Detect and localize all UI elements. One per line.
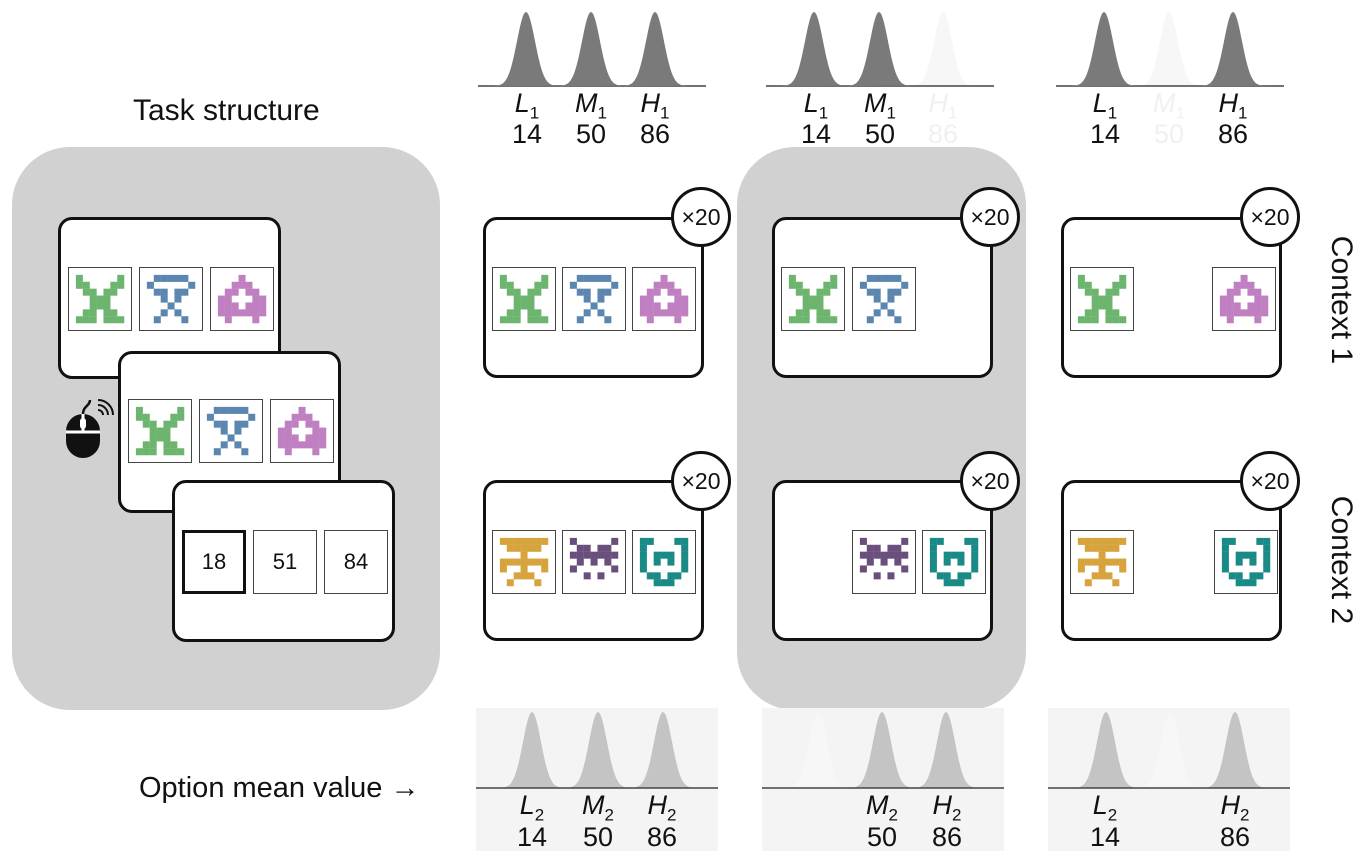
feedback-value-box: 51 [253, 530, 317, 594]
value-M1: 50 [575, 119, 607, 149]
value-H1: 86 [927, 119, 959, 149]
label-H1: H1 [1218, 88, 1248, 123]
stimulus-teal[interactable] [922, 530, 986, 594]
label-H1: H1 [640, 88, 670, 123]
value-L2: 14 [516, 822, 548, 852]
stimulus-blue[interactable] [199, 399, 263, 463]
label-M1: M1 [864, 88, 896, 123]
value-distribution-top-3 [1056, 8, 1284, 88]
stimulus-blue[interactable] [562, 267, 626, 331]
label-L1: L1 [1092, 88, 1118, 123]
label-H1: H1 [928, 88, 958, 123]
label-M1: M1 [575, 88, 607, 123]
trial-card-choice [118, 351, 341, 513]
label-H2: H2 [932, 790, 962, 825]
condition-card-c1-LH [1061, 217, 1282, 378]
stimulus-pink[interactable] [632, 267, 696, 331]
context-2-label: Context 2 [1325, 495, 1358, 625]
condition-card-c2-LH [1061, 480, 1282, 641]
stimulus-teal[interactable] [1214, 530, 1278, 594]
stimulus-purple[interactable] [852, 530, 916, 594]
stimulus-purple[interactable] [562, 530, 626, 594]
repeat-badge: ×20 [1240, 451, 1300, 511]
feedback-value: 84 [343, 549, 369, 574]
label-L2: L2 [519, 790, 545, 825]
label-H2: H2 [1220, 790, 1250, 825]
trial-card-feedback: 18 51 84 [172, 480, 395, 642]
value-M2: 50 [866, 822, 898, 852]
value-H1: 86 [639, 119, 671, 149]
value-M1: 50 [864, 119, 896, 149]
value-H2: 86 [931, 822, 963, 852]
value-distribution-bottom-1 [476, 708, 718, 851]
label-M2: M2 [866, 790, 898, 825]
condition-card-c1-LM [772, 217, 993, 378]
value-H2: 86 [646, 822, 678, 852]
feedback-value-box-selected: 18 [182, 530, 246, 594]
repeat-badge: ×20 [960, 187, 1020, 247]
value-L1: 14 [800, 119, 832, 149]
option-mean-value-caption: Option mean value → [139, 772, 420, 804]
feedback-value: 18 [201, 549, 227, 574]
label-M1: M1 [1153, 88, 1185, 123]
value-distribution-bottom-2 [762, 708, 1004, 851]
value-distribution-top-2 [766, 8, 994, 88]
stimulus-pink[interactable] [270, 399, 334, 463]
value-distribution-top-1 [478, 8, 706, 88]
value-H2: 86 [1219, 822, 1251, 852]
repeat-badge: ×20 [671, 451, 731, 511]
stimulus-teal[interactable] [632, 530, 696, 594]
stimulus-blue[interactable] [139, 267, 203, 331]
value-L1: 14 [511, 119, 543, 149]
repeat-badge: ×20 [671, 187, 731, 247]
feedback-value: 51 [272, 549, 298, 574]
value-L1: 14 [1089, 119, 1121, 149]
label-L1: L1 [803, 88, 829, 123]
task-structure-title: Task structure [133, 94, 320, 127]
label-M2: M2 [582, 790, 614, 825]
stimulus-green[interactable] [128, 399, 192, 463]
value-M2: 50 [582, 822, 614, 852]
mouse-icon [60, 396, 120, 458]
stimulus-green[interactable] [492, 267, 556, 331]
value-distribution-bottom-3 [1048, 708, 1290, 851]
stimulus-orange[interactable] [1070, 530, 1134, 594]
stimulus-pink[interactable] [1212, 267, 1276, 331]
value-L2: 14 [1089, 822, 1121, 852]
context-1-label: Context 1 [1325, 235, 1358, 365]
stimulus-pink[interactable] [210, 267, 274, 331]
condition-card-c2-all [483, 480, 704, 641]
label-L1: L1 [514, 88, 540, 123]
repeat-badge: ×20 [960, 451, 1020, 511]
value-M1: 50 [1153, 119, 1185, 149]
stimulus-blue[interactable] [852, 267, 916, 331]
stimulus-green[interactable] [781, 267, 845, 331]
feedback-value-box: 84 [324, 530, 388, 594]
condition-card-c1-all [483, 217, 704, 378]
value-H1: 86 [1217, 119, 1249, 149]
condition-card-c2-MH [772, 480, 993, 641]
stimulus-green[interactable] [1070, 267, 1134, 331]
label-L2: L2 [1092, 790, 1118, 825]
label-H2: H2 [647, 790, 677, 825]
repeat-badge: ×20 [1240, 187, 1300, 247]
stimulus-orange[interactable] [492, 530, 556, 594]
stimulus-green[interactable] [68, 267, 132, 331]
